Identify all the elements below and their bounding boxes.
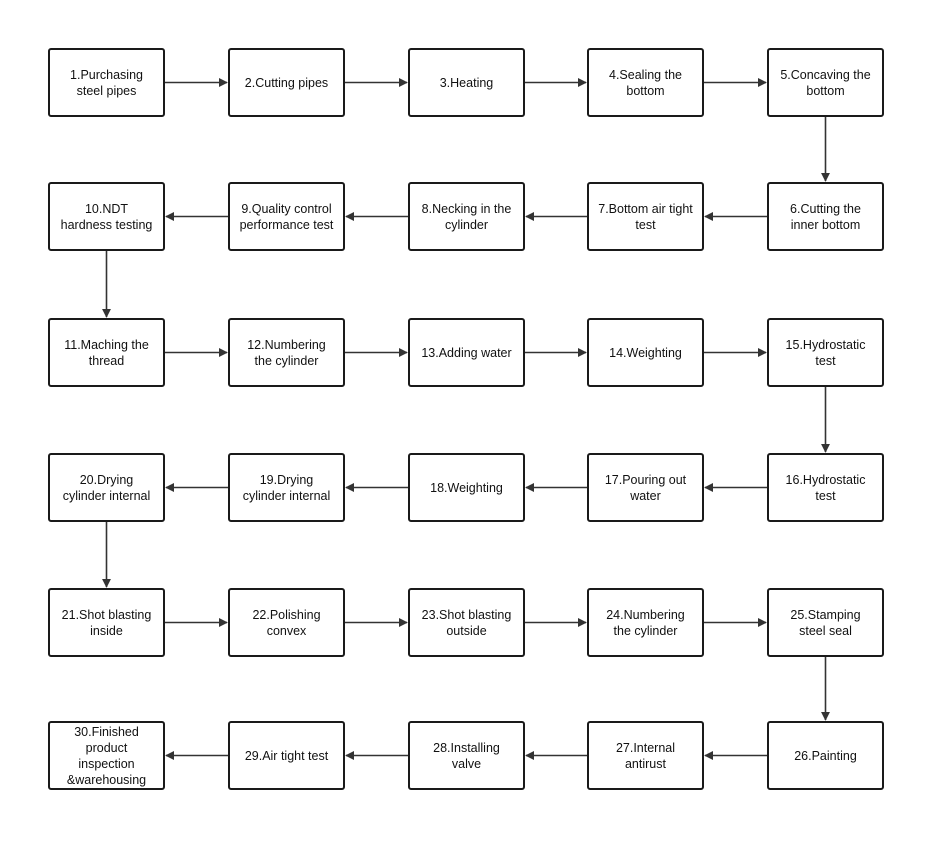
step-26-painting: 26.Painting <box>767 721 884 790</box>
step-18-weighting: 18.Weighting <box>408 453 525 522</box>
step-17-pouring-out-water: 17.Pouring out water <box>587 453 704 522</box>
step-label: 8.Necking in the cylinder <box>421 201 512 232</box>
step-27-internal-antirust: 27.Internal antirust <box>587 721 704 790</box>
step-3-heating: 3.Heating <box>408 48 525 117</box>
step-label: 9.Quality control performance test <box>239 201 334 232</box>
step-30-finished-product-inspection: 30.Finished product inspection &warehous… <box>48 721 165 790</box>
step-22-polishing-convex: 22.Polishing convex <box>228 588 345 657</box>
step-24-numbering-cylinder: 24.Numbering the cylinder <box>587 588 704 657</box>
step-label: 10.NDT hardness testing <box>60 201 153 232</box>
step-15-hydrostatic-test: 15.Hydrostatic test <box>767 318 884 387</box>
step-label: 6.Cutting the inner bottom <box>790 201 861 232</box>
step-label: 30.Finished product inspection &warehous… <box>66 724 147 787</box>
step-label: 14.Weighting <box>609 345 682 360</box>
step-label: 17.Pouring out water <box>604 472 687 503</box>
step-label: 18.Weighting <box>430 480 503 495</box>
step-16-hydrostatic-test: 16.Hydrostatic test <box>767 453 884 522</box>
step-label: 1.Purchasing steel pipes <box>70 67 143 98</box>
step-label: 4.Sealing the bottom <box>609 67 682 98</box>
step-23-shot-blasting-outside: 23.Shot blasting outside <box>408 588 525 657</box>
step-label: 7.Bottom air tight test <box>598 201 693 232</box>
step-25-stamping-steel-seal: 25.Stamping steel seal <box>767 588 884 657</box>
step-label: 26.Painting <box>794 748 857 763</box>
step-label: 29.Air tight test <box>244 748 329 763</box>
step-label: 13.Adding water <box>421 345 512 360</box>
step-label: 11.Maching the thread <box>64 337 149 368</box>
step-1-purchasing-steel-pipes: 1.Purchasing steel pipes <box>48 48 165 117</box>
step-label: 25.Stamping steel seal <box>790 607 861 638</box>
step-label: 19.Drying cylinder internal <box>242 472 331 503</box>
step-label: 21.Shot blasting inside <box>61 607 152 638</box>
step-12-numbering-cylinder: 12.Numbering the cylinder <box>228 318 345 387</box>
step-label: 15.Hydrostatic test <box>785 337 866 368</box>
step-29-air-tight-test: 29.Air tight test <box>228 721 345 790</box>
step-7-bottom-air-tight-test: 7.Bottom air tight test <box>587 182 704 251</box>
step-label: 28.Installing valve <box>433 740 500 771</box>
step-14-weighting: 14.Weighting <box>587 318 704 387</box>
step-9-quality-control-test: 9.Quality control performance test <box>228 182 345 251</box>
step-2-cutting-pipes: 2.Cutting pipes <box>228 48 345 117</box>
step-label: 20.Drying cylinder internal <box>62 472 151 503</box>
step-8-necking-cylinder: 8.Necking in the cylinder <box>408 182 525 251</box>
step-label: 27.Internal antirust <box>615 740 676 771</box>
step-6-cutting-inner-bottom: 6.Cutting the inner bottom <box>767 182 884 251</box>
step-label: 12.Numbering the cylinder <box>247 337 326 368</box>
step-label: 24.Numbering the cylinder <box>606 607 685 638</box>
step-13-adding-water: 13.Adding water <box>408 318 525 387</box>
step-21-shot-blasting-inside: 21.Shot blasting inside <box>48 588 165 657</box>
step-5-concaving-bottom: 5.Concaving the bottom <box>767 48 884 117</box>
step-label: 2.Cutting pipes <box>244 75 329 90</box>
step-label: 16.Hydrostatic test <box>785 472 866 503</box>
step-4-sealing-bottom: 4.Sealing the bottom <box>587 48 704 117</box>
step-10-ndt-hardness-testing: 10.NDT hardness testing <box>48 182 165 251</box>
step-20-drying-cylinder-internal: 20.Drying cylinder internal <box>48 453 165 522</box>
step-label: 22.Polishing convex <box>252 607 321 638</box>
step-28-installing-valve: 28.Installing valve <box>408 721 525 790</box>
step-11-maching-thread: 11.Maching the thread <box>48 318 165 387</box>
step-19-drying-cylinder-internal: 19.Drying cylinder internal <box>228 453 345 522</box>
step-label: 23.Shot blasting outside <box>421 607 512 638</box>
step-label: 3.Heating <box>439 75 494 90</box>
step-label: 5.Concaving the bottom <box>780 67 871 98</box>
